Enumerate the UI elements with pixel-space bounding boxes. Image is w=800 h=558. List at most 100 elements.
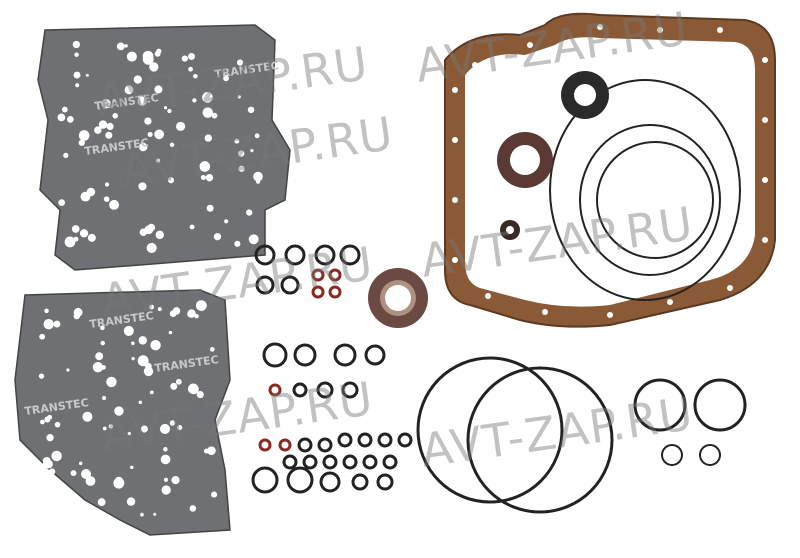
gasket-hole — [236, 59, 244, 66]
o-ring — [297, 437, 313, 453]
bolt-hole — [597, 24, 603, 30]
gasket-hole — [138, 400, 143, 405]
gasket-hole — [101, 98, 111, 109]
gasket-hole — [195, 300, 207, 311]
gasket-hole — [114, 406, 124, 416]
gasket-hole — [85, 73, 89, 77]
o-ring — [268, 383, 282, 397]
gasket-hole — [234, 138, 240, 144]
o-ring — [362, 454, 378, 470]
gasket-hole — [100, 340, 105, 346]
o-ring — [382, 454, 398, 470]
gasket-hole — [80, 191, 91, 202]
gasket-hole — [109, 199, 120, 210]
gasket-hole — [149, 62, 159, 72]
o-ring — [292, 382, 308, 398]
gasket-hole — [237, 95, 241, 99]
gasket-hole — [137, 355, 149, 367]
bolt-hole — [727, 285, 733, 291]
gasket-hole — [133, 75, 142, 84]
gasket-hole — [123, 325, 134, 336]
gasket-hole — [53, 491, 59, 497]
gasket-hole — [150, 339, 161, 351]
gasket-hole — [116, 42, 125, 51]
gasket-hole — [247, 106, 255, 114]
gasket-hole — [106, 122, 114, 130]
o-ring — [282, 454, 298, 470]
gasket-hole — [209, 347, 215, 352]
gasket-hole — [43, 319, 54, 330]
gasket-hole — [87, 233, 96, 242]
bolt-hole — [472, 62, 478, 68]
gasket-hole — [154, 129, 165, 140]
gasket-hole — [157, 307, 162, 312]
gasket-hole — [131, 356, 135, 361]
gasket-hole — [143, 366, 154, 377]
o-ring — [341, 381, 359, 399]
gasket-hole — [171, 476, 180, 485]
gasket-hole — [66, 115, 74, 123]
o-ring — [314, 244, 336, 266]
gasket-hole — [213, 232, 222, 241]
gasket-hole — [161, 485, 171, 495]
gasket-hole — [95, 352, 104, 361]
gasket-hole — [163, 477, 169, 482]
gasket-hole — [211, 112, 218, 119]
gasket-hole — [144, 117, 152, 125]
gasket-hole — [149, 304, 154, 310]
gasket-hole — [138, 336, 147, 345]
large-sealing-rings — [416, 356, 747, 514]
gasket-hole — [51, 450, 62, 462]
gasket-hole — [167, 108, 172, 114]
bolt-hole — [452, 257, 458, 263]
gasket-hole — [224, 219, 229, 224]
gasket-hole — [140, 512, 144, 517]
gasket-hole — [163, 106, 168, 110]
gasket-hole — [103, 122, 107, 126]
gasket-hole — [124, 44, 128, 48]
gasket-hole — [102, 395, 107, 401]
gasket-hole — [78, 130, 90, 141]
o-ring — [284, 244, 306, 266]
gasket-hole — [94, 126, 102, 134]
gasket-hole — [149, 390, 154, 395]
bolt-hole — [452, 137, 458, 143]
gasket-hole — [234, 240, 241, 247]
gasket-hole — [202, 92, 213, 103]
gasket-hole — [38, 373, 45, 379]
gasket-hole — [73, 307, 83, 317]
bolt-hole — [452, 197, 458, 203]
gasket-hole — [73, 236, 79, 242]
gasket-hole — [154, 50, 161, 57]
gasket-hole — [130, 465, 134, 470]
gasket-hole — [58, 199, 65, 206]
o-ring — [311, 285, 325, 299]
gasket-hole — [54, 457, 58, 461]
bolt-hole — [667, 299, 673, 305]
gasket-hole — [124, 85, 134, 95]
gasket-hole — [181, 55, 188, 62]
bolt-hole — [452, 87, 458, 93]
gasket-hole — [126, 497, 136, 506]
gasket-hole — [108, 424, 114, 429]
gasket-hole — [66, 368, 70, 372]
gasket-hole — [169, 142, 175, 147]
gasket-hole — [205, 173, 214, 182]
gasket-hole — [207, 446, 216, 456]
pan-o-rings — [549, 79, 741, 301]
o-ring — [255, 275, 275, 295]
o-ring — [316, 381, 334, 399]
gasket-hole — [70, 470, 77, 477]
gasket-hole — [54, 421, 61, 428]
o-ring — [337, 432, 353, 448]
gasket-hole — [44, 308, 49, 314]
bolt-hole — [762, 237, 768, 243]
gasket-hole — [160, 454, 171, 465]
gasket-hole — [238, 165, 245, 172]
gasket-hole — [193, 73, 198, 79]
gasket-hole — [153, 512, 157, 516]
gasket-hole — [46, 434, 54, 442]
gasket-hole — [238, 150, 245, 157]
gasket-hole — [103, 196, 110, 202]
